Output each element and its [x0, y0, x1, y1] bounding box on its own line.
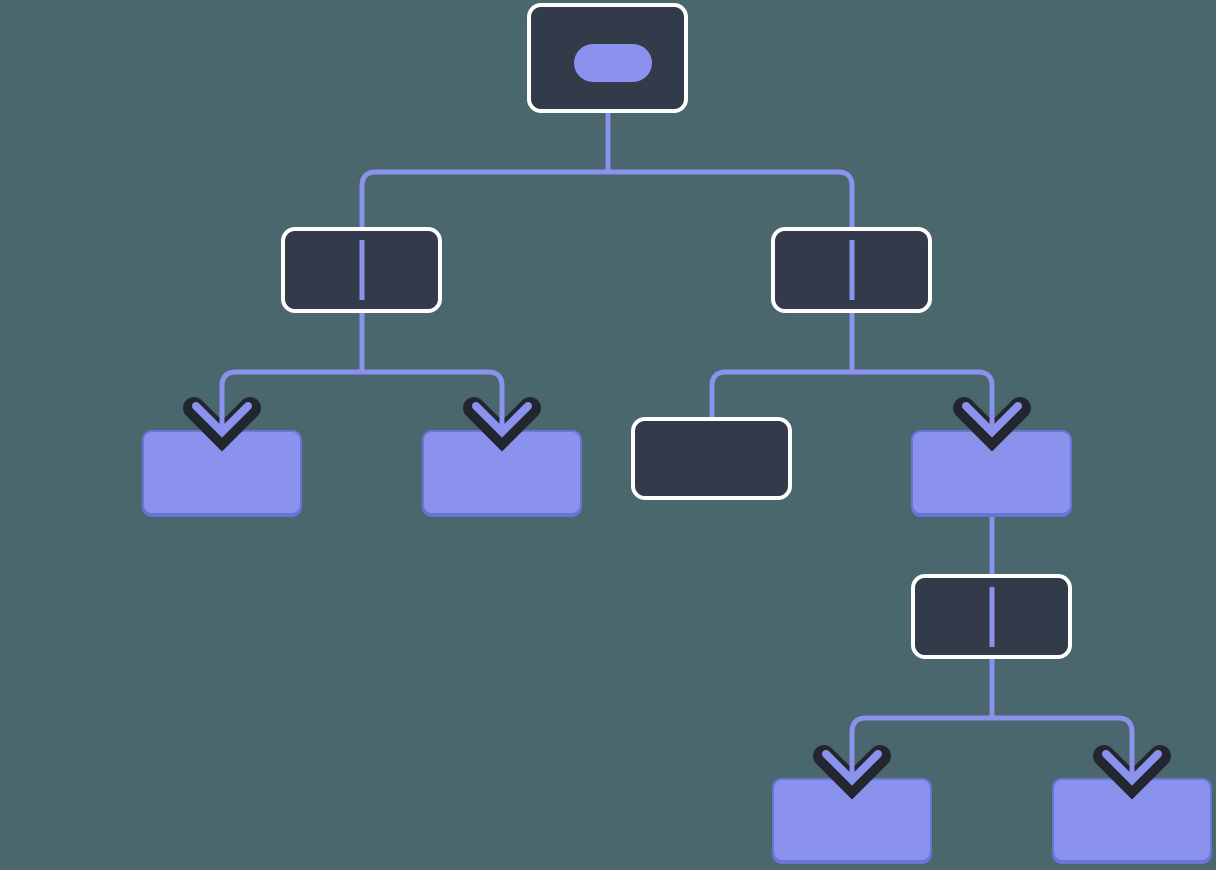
- edge-n7-to-n9: [992, 715, 1135, 784]
- node-leaf-1[interactable]: [142, 430, 302, 515]
- edge-root-to-left-child: [359, 169, 608, 320]
- node-level2-purple[interactable]: [911, 430, 1072, 515]
- root-pill-shape: [574, 44, 652, 82]
- node-root[interactable]: [527, 3, 688, 113]
- edge-root-to-right-child: [608, 169, 855, 320]
- node-level3-dark[interactable]: [911, 574, 1072, 659]
- edge-n1-to-n3: [219, 369, 362, 436]
- edge-n2-to-n5: [709, 369, 852, 420]
- edge-n7-to-n8: [849, 715, 992, 784]
- node-level1-right[interactable]: [771, 227, 932, 313]
- node-leaf-3[interactable]: [772, 778, 932, 862]
- edge-n2-to-n6: [852, 369, 995, 436]
- node-level2-dark[interactable]: [631, 417, 792, 500]
- node-leaf-4[interactable]: [1052, 778, 1212, 862]
- node-level1-left[interactable]: [281, 227, 442, 313]
- edge-n1-to-n4: [362, 369, 505, 436]
- node-leaf-2[interactable]: [422, 430, 582, 515]
